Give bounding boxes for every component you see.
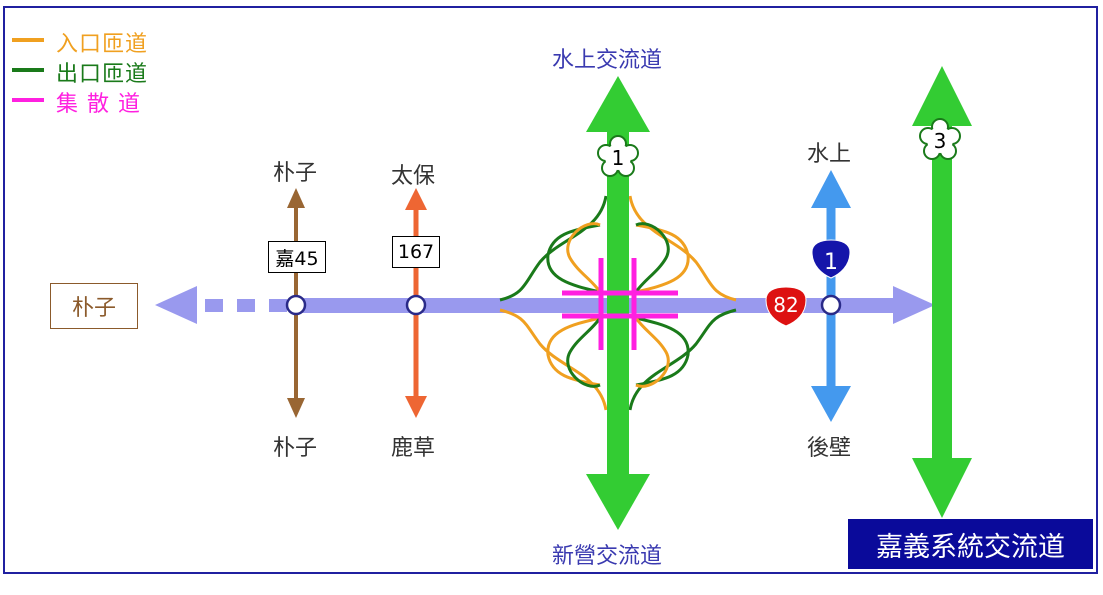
provincial-1-number: 1 [824,250,838,275]
freeway-3-line [912,66,972,518]
puzi-south-label: 朴子 [273,436,318,461]
expressway-82-number: 82 [773,293,798,317]
provincial-1-shield: 1 [811,239,851,279]
expressway-82-shield: 82 [765,286,807,327]
county-45-shield: 嘉45 [268,241,326,273]
puzi-north-label: 朴子 [273,161,318,186]
taibao-label: 太保 [391,164,436,189]
freeway-3-shield: 3 [919,118,961,160]
legend-exit-label: 出口匝道 [56,62,149,87]
legend-collector-label: 集 散 道 [56,92,141,117]
shuishang-interchange-label: 水上交流道 [552,48,663,73]
legend-collector-swatch [12,98,44,102]
freeway-1-number: 1 [612,146,625,170]
expressway-82-line [155,286,935,324]
freeway-1-shield: 1 [597,135,639,177]
diagram-frame [3,6,1098,574]
west-arrowhead [155,286,197,324]
xinying-interchange-label: 新營交流道 [552,544,663,569]
junction-circle-route1 [820,294,842,316]
west-destination-box: 朴子 [50,283,138,329]
cloverleaf-ramps [499,195,737,411]
east-arrowhead [893,286,935,324]
freeway-1-line [586,76,650,530]
lucao-label: 鹿草 [391,436,436,461]
junction-circle-45 [285,294,307,316]
legend-entrance-swatch [12,38,44,42]
junction-circle-167 [405,294,427,316]
collector-roads [562,258,678,350]
legend-exit-swatch [12,68,44,72]
shuishang-label: 水上 [807,142,852,167]
road-167-shield: 167 [392,236,440,268]
houbi-label: 後壁 [807,436,852,461]
junction-name-box: 嘉義系統交流道 [848,519,1093,569]
freeway-3-number: 3 [934,129,947,153]
legend-entrance-label: 入口匝道 [56,32,149,57]
